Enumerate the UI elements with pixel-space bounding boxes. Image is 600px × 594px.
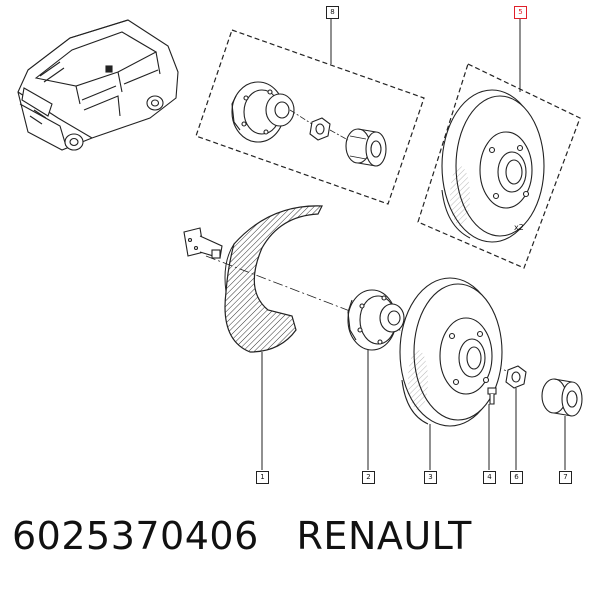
callout-3: 3 [424,471,437,484]
disc-shading [408,350,428,410]
stub-axle [183,227,223,259]
kit-8-bearing-group [195,14,425,205]
bolt [487,387,497,405]
quantity-annotation: x2 [514,223,524,232]
hub [347,289,405,351]
callout-2: 2 [362,471,375,484]
kit-5-disc-group [417,16,581,269]
callout-6: 6 [510,471,523,484]
callout-4: 4 [483,471,496,484]
brake-disc [399,277,503,427]
callout-1: 1 [256,471,269,484]
part-number: 6025370406 [12,514,259,558]
callout-5: 5 [514,6,527,19]
callout-7: 7 [559,471,572,484]
vehicle-illustration [17,19,179,151]
brand-name: RENAULT [296,514,472,558]
nut [505,365,527,389]
bearing [541,378,583,417]
backing-plate [224,205,323,353]
footer-caption: 6025370406 RENAULT [12,514,472,558]
callout-8: 8 [326,6,339,19]
leader-lines [261,350,566,470]
